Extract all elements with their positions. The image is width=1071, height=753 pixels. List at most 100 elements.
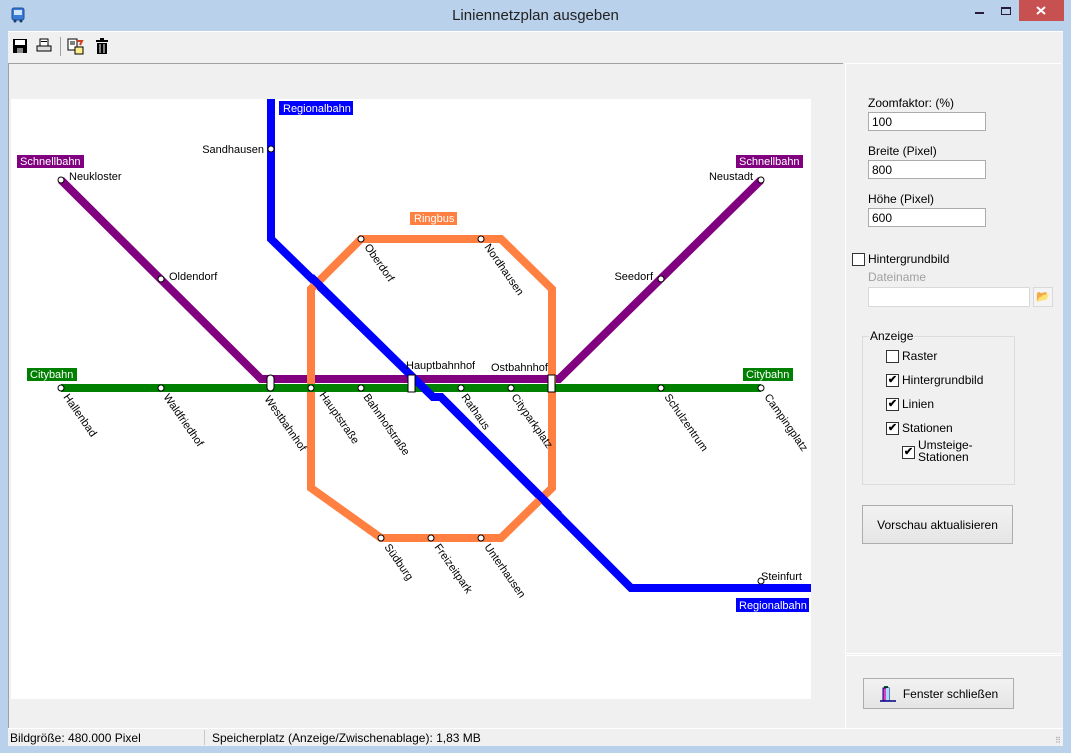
- grid-label: Raster: [902, 349, 938, 363]
- name-hauptbahnhof: Hauptbahnhof: [406, 360, 476, 372]
- label-regionalbahn-bottom: Regionalbahn: [739, 600, 807, 612]
- station-freizeitpark: [427, 534, 435, 542]
- station-bahnhofstrasse: [357, 384, 365, 392]
- station-hauptstrasse: [307, 384, 315, 392]
- name-bahnhofstrasse: Bahnhofstraße: [361, 392, 412, 458]
- window-client: Regionalbahn Regionalbahn Schnellbahn Sc…: [8, 31, 1063, 746]
- name-nordhausen: Nordhausen: [482, 242, 526, 298]
- status-separator: [204, 730, 205, 745]
- label-schnellbahn-right-bg: [736, 155, 803, 168]
- name-ostbahnhof: Ostbahnhof: [491, 362, 549, 374]
- name-westbahnhof: Westbahnhof: [262, 394, 309, 455]
- minimize-button[interactable]: [970, 0, 998, 21]
- label-ringbus-bg: [410, 212, 457, 225]
- floppy-disk-icon: [13, 39, 27, 53]
- show-background-label: Hintergrundbild: [902, 373, 984, 387]
- zoom-input[interactable]: [868, 112, 986, 131]
- print-button[interactable]: [34, 36, 54, 56]
- zoom-label: Zoomfaktor: (%): [868, 96, 955, 110]
- transfer-stations-label: Umsteige- Stationen: [918, 439, 973, 463]
- station-sandhausen: [267, 145, 275, 153]
- resize-grip[interactable]: ⠿: [1055, 736, 1061, 745]
- name-campingplatz: Campingplatz: [762, 392, 810, 454]
- status-image-size: Bildgröße: 480.000 Pixel: [10, 731, 141, 745]
- label-schnellbahn-left: Schnellbahn: [20, 156, 81, 168]
- label-citybahn-right-bg: [743, 368, 793, 381]
- name-hauptstrasse: Hauptstraße: [317, 390, 362, 446]
- delete-button[interactable]: [92, 36, 112, 56]
- refresh-preview-button[interactable]: Vorschau aktualisieren: [862, 505, 1013, 544]
- lines-checkbox[interactable]: ✔: [886, 398, 899, 411]
- close-icon: [1036, 6, 1046, 15]
- close-button[interactable]: [1019, 0, 1064, 21]
- name-neustadt: Neustadt: [709, 171, 753, 183]
- width-label: Breite (Pixel): [868, 144, 937, 158]
- width-input[interactable]: [868, 160, 986, 179]
- station-oberdorf: [357, 235, 365, 243]
- filename-input[interactable]: [868, 287, 1030, 307]
- display-group-title: Anzeige: [869, 329, 915, 343]
- station-neustadt: [757, 176, 765, 184]
- maximize-button[interactable]: [1000, 0, 1028, 21]
- copy-to-clipboard-button[interactable]: [66, 36, 86, 56]
- station-unterhausen: [477, 534, 485, 542]
- height-label: Höhe (Pixel): [868, 192, 935, 206]
- preview-area: Regionalbahn Regionalbahn Schnellbahn Sc…: [8, 63, 843, 729]
- filename-label: Dateiname: [868, 270, 927, 284]
- close-window-label: Fenster schließen: [902, 686, 999, 701]
- network-map-svg: Regionalbahn Regionalbahn Schnellbahn Sc…: [17, 99, 811, 612]
- save-button[interactable]: [10, 36, 30, 56]
- toolbar-separator: [60, 37, 61, 56]
- station-westbahnhof: [266, 374, 275, 392]
- status-memory: Speicherplatz (Anzeige/Zwischenablage): …: [212, 731, 481, 745]
- station-rathaus: [457, 384, 465, 392]
- transfer-stations-checkbox[interactable]: ✔: [902, 446, 915, 459]
- line-regionalbahn-overlay: [308, 274, 562, 518]
- station-steinfurt: [757, 577, 765, 585]
- title-bar: Liniennetzplan ausgeben: [0, 0, 1071, 31]
- name-oberdorf: Oberdorf: [362, 242, 397, 285]
- trash-icon: [96, 38, 108, 54]
- transfer-stations-label-line1: Umsteige-: [918, 438, 973, 452]
- name-suedburg: Südburg: [382, 542, 416, 583]
- station-hallenbad: [57, 384, 65, 392]
- show-background-checkbox[interactable]: ✔: [886, 374, 899, 387]
- station-campingplatz: [757, 384, 765, 392]
- station-oldendorf: [157, 275, 165, 283]
- display-groupbox: Anzeige Raster ✔ Hintergrundbild ✔ Linie…: [862, 329, 1015, 485]
- minimize-icon: [975, 12, 984, 14]
- station-cityparkplatz: [507, 384, 515, 392]
- lines-label: Linien: [902, 397, 935, 411]
- stations-checkbox[interactable]: ✔: [886, 422, 899, 435]
- toolbar: [8, 31, 1063, 62]
- station-hauptbahnhof: [407, 374, 416, 393]
- name-cityparkplatz: Cityparkplatz: [509, 392, 555, 451]
- grid-checkbox[interactable]: [886, 350, 899, 363]
- door-exit-icon: [879, 685, 896, 702]
- height-input[interactable]: [868, 208, 986, 227]
- label-citybahn-right: Citybahn: [746, 369, 789, 381]
- stations-label: Stationen: [902, 421, 953, 435]
- browse-button[interactable]: 📂: [1033, 287, 1053, 307]
- printer-icon: [36, 38, 52, 52]
- bus-app-icon: [11, 7, 25, 23]
- label-citybahn-left: Citybahn: [30, 369, 73, 381]
- station-nordhausen: [477, 235, 485, 243]
- close-window-button[interactable]: Fenster schließen: [863, 678, 1014, 709]
- label-schnellbahn-left-bg: [17, 155, 84, 168]
- name-sandhausen: Sandhausen: [202, 144, 264, 156]
- settings-panel: Zoomfaktor: (%) Breite (Pixel) Höhe (Pix…: [845, 63, 1061, 654]
- name-oldendorf: Oldendorf: [169, 271, 218, 283]
- label-ringbus: Ringbus: [414, 213, 455, 225]
- name-neukloster: Neukloster: [69, 171, 122, 183]
- station-seedorf: [657, 275, 665, 283]
- label-citybahn-left-bg: [27, 368, 77, 381]
- name-steinfurt: Steinfurt: [761, 571, 802, 583]
- background-image-label: Hintergrundbild: [868, 252, 950, 266]
- station-waldfriedhof: [157, 384, 165, 392]
- network-map: Regionalbahn Regionalbahn Schnellbahn Sc…: [11, 99, 811, 699]
- name-unterhausen: Unterhausen: [482, 542, 528, 600]
- folder-open-icon: 📂: [1036, 291, 1050, 303]
- name-schulzentrum: Schulzentrum: [662, 392, 710, 454]
- background-image-checkbox[interactable]: [852, 253, 865, 266]
